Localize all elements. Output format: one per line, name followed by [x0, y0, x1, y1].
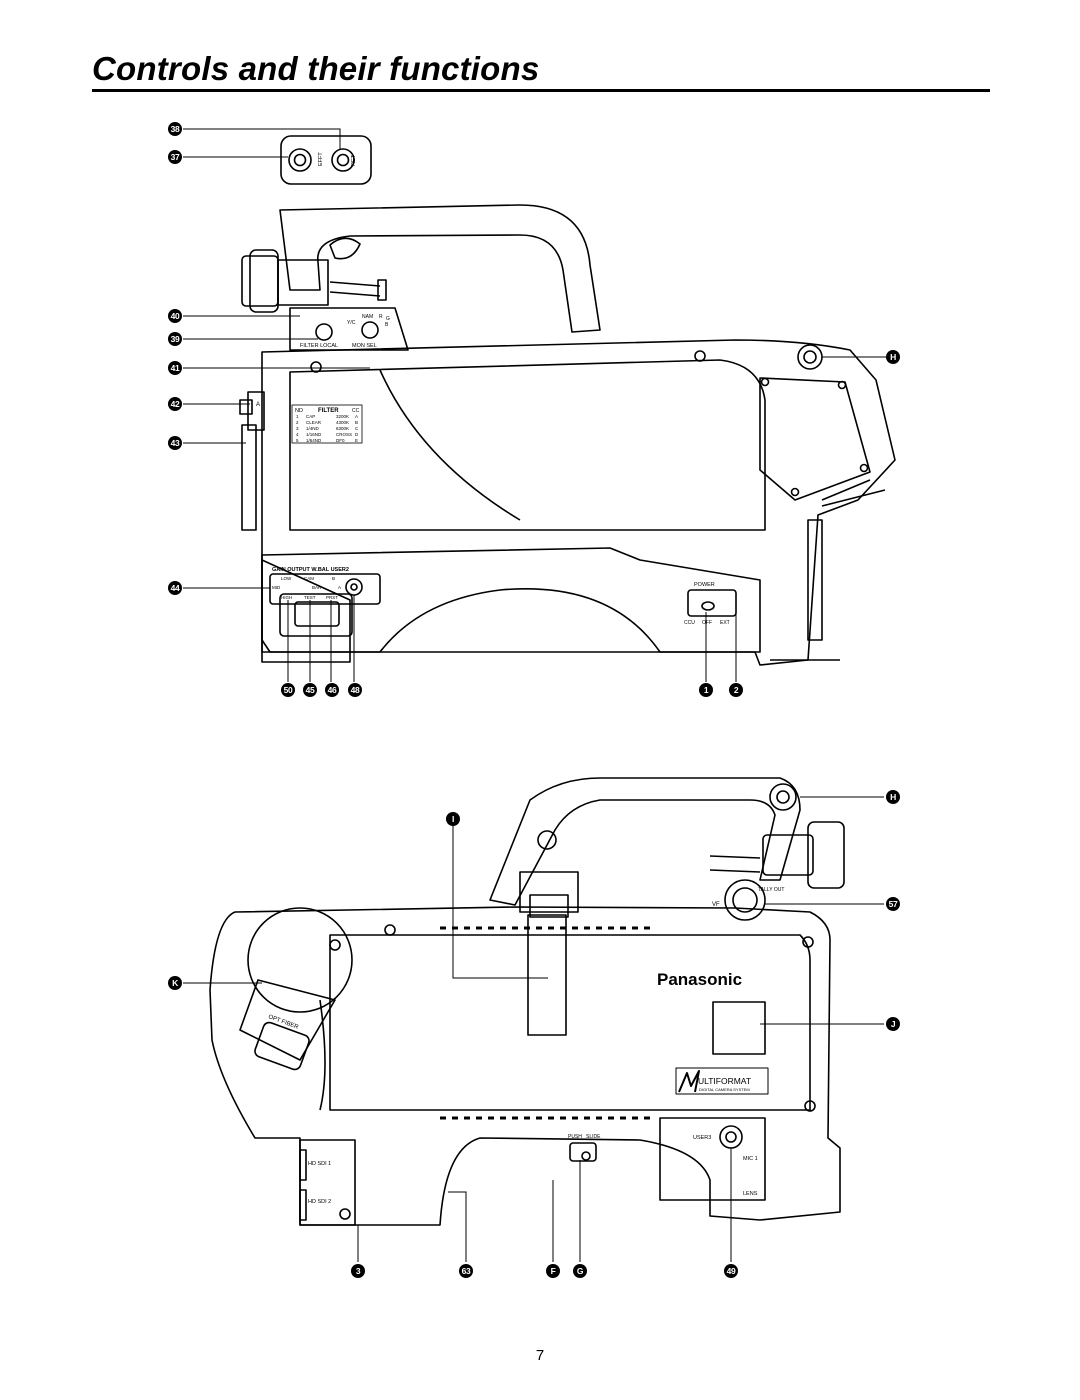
user3-label: USER3	[693, 1135, 711, 1141]
remote-control	[280, 135, 372, 185]
callout-marker: 57	[886, 897, 900, 911]
callout-marker: 1	[699, 683, 713, 697]
callout-marker: H	[886, 350, 900, 364]
filter-row-name: CLEAR	[306, 420, 322, 425]
filter-header: FILTER	[318, 408, 339, 414]
callout-marker: H	[886, 790, 900, 804]
callout-marker: 44	[168, 581, 182, 595]
gain-strip-labels: GAIN OUTPUT W.BAL USER2	[272, 567, 349, 573]
filter-row-name: 1/4ND	[306, 426, 320, 431]
power-ext-label: EXT	[720, 620, 730, 626]
vf-label: VF	[712, 902, 720, 908]
gain-high-label: HIGH	[281, 595, 292, 600]
wbal-prst-label: PRST	[326, 595, 338, 600]
callout-marker: 49	[724, 1264, 738, 1278]
yc-label: Y/C	[347, 320, 356, 326]
callout-marker: 2	[729, 683, 743, 697]
power-off-label: OFF	[702, 620, 712, 626]
filter-row-name: 1/64ND	[306, 438, 322, 443]
callout-marker: 41	[168, 361, 182, 375]
filter-row-cc-value: CROSS	[336, 432, 352, 437]
callout-marker: 63	[459, 1264, 473, 1278]
output-bar-label: BAR	[312, 585, 322, 590]
filter-row-cc-value: DF0	[336, 438, 345, 443]
output-test-label: TEST	[304, 595, 316, 600]
nd-header: ND	[295, 408, 303, 414]
filter-row-n: 1	[296, 414, 299, 419]
filter-row-cc: A	[355, 414, 358, 419]
mon-sel-label: MON SEL	[352, 343, 377, 349]
filter-row-cc: D	[355, 432, 359, 437]
brand-logo: Panasonic	[657, 970, 742, 989]
filter-row-cc-value: 6300K	[336, 426, 349, 431]
lens-label: LENS	[743, 1191, 758, 1197]
callout-marker: 42	[168, 397, 182, 411]
filter-row-n: 5	[296, 438, 299, 443]
filter-row-name: 1/16ND	[306, 432, 322, 437]
title-rule	[92, 89, 990, 92]
power-label: POWER	[694, 582, 715, 588]
filter-row-n: 3	[296, 426, 299, 431]
filter-row-cc-value: 4300K	[336, 420, 349, 425]
filter-local-label: FILTER LOCAL	[300, 343, 338, 349]
wbal-b-label: B	[332, 576, 335, 581]
filter-row-n: 4	[296, 432, 299, 437]
mic1-label: MIC 1	[743, 1156, 758, 1162]
remote-eff-label: EFFT	[318, 152, 324, 166]
slide-label: SLIDE	[586, 1134, 601, 1140]
callout-marker: 43	[168, 436, 182, 450]
tally-out-label: TALLY OUT	[758, 887, 784, 893]
wbal-a-label: A	[338, 585, 341, 590]
gain-low-label: LOW	[281, 576, 292, 581]
multiformat-main: ULTIFORMAT	[698, 1076, 751, 1086]
r-label: R	[379, 314, 383, 320]
callout-marker: 48	[348, 683, 362, 697]
callout-marker: 46	[325, 683, 339, 697]
opt-fiber-label: OPT FIBER	[267, 1014, 299, 1031]
callout-marker: J	[886, 1017, 900, 1031]
callout-marker: 38	[168, 122, 182, 136]
filter-row-n: 2	[296, 420, 299, 425]
filter-row-name: CAP	[306, 414, 315, 419]
filter-row-cc: B	[355, 420, 358, 425]
callout-marker: 50	[281, 683, 295, 697]
callout-marker: G	[573, 1264, 587, 1278]
callout-marker: 39	[168, 332, 182, 346]
push-label: PUSH	[568, 1134, 582, 1140]
g-label: G	[386, 316, 390, 322]
b-label: B	[385, 322, 389, 328]
filter-row-cc: E	[355, 438, 358, 443]
power-ccu-label: CCU	[684, 620, 695, 626]
hd-sdi-1-label: HD SDI 1	[308, 1161, 331, 1167]
callout-marker: F	[546, 1264, 560, 1278]
callout-marker: 3	[351, 1264, 365, 1278]
filter-row-cc: C	[355, 426, 359, 431]
page-number: 7	[535, 1347, 545, 1364]
callout-marker: K	[168, 976, 182, 990]
callout-marker: 37	[168, 150, 182, 164]
gain-mid-label: MID	[272, 585, 281, 590]
multiformat-sub: DIGITAL CAMERA SYSTEM	[699, 1087, 750, 1092]
knob-a-label: A	[256, 402, 260, 408]
callout-marker: 40	[168, 309, 182, 323]
filter-row-cc-value: 3200K	[336, 414, 349, 419]
output-cam-label: CAM	[304, 576, 314, 581]
cc-header: CC	[352, 408, 360, 414]
callout-marker: 45	[303, 683, 317, 697]
page-title: Controls and their functions	[92, 50, 540, 87]
remote-ret-label: RET	[351, 154, 357, 166]
nam-label: NAM	[362, 314, 373, 320]
callout-marker: I	[446, 812, 460, 826]
hd-sdi-2-label: HD SDI 2	[308, 1199, 331, 1205]
